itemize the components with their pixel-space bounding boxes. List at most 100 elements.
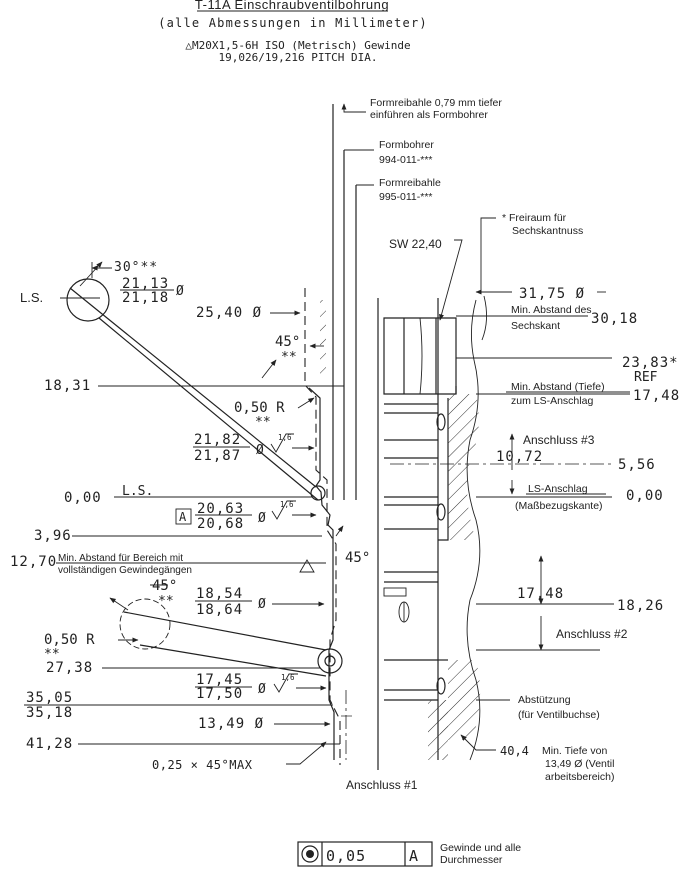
svg-text:17,48: 17,48: [517, 586, 564, 602]
svg-text:0,00: 0,00: [64, 490, 102, 506]
tolerance-datum: A: [409, 847, 418, 865]
ls-detail-bottom: 45° ** 18,54 18,64 Ø: [109, 578, 343, 677]
svg-text:Min. Abstand für Bereich mit: Min. Abstand für Bereich mit: [58, 553, 183, 564]
dim-25-40: 25,40 Ø: [196, 305, 301, 321]
svg-text:35,05: 35,05: [26, 690, 73, 706]
dim-3-96: 3,96: [34, 528, 322, 544]
svg-text:Min. Tiefe von: Min. Tiefe von: [542, 745, 608, 757]
svg-text:10,72: 10,72: [496, 449, 543, 465]
svg-text:30,18: 30,18: [591, 311, 638, 327]
svg-text:Sechskant: Sechskant: [511, 320, 560, 332]
ls-anschlag: LS-Anschlag (Maßbezugskante) 0,00: [476, 480, 663, 512]
svg-text:Sechskantnuss: Sechskantnuss: [512, 225, 583, 237]
tolerance-value: 0,05: [326, 847, 366, 865]
svg-text:Abstützung: Abstützung: [518, 694, 571, 706]
svg-text:(für Ventilbuchse): (für Ventilbuchse): [518, 709, 600, 721]
svg-text:40,4: 40,4: [500, 744, 529, 758]
svg-text:20,68: 20,68: [197, 516, 244, 532]
svg-text:Ø: Ø: [258, 682, 266, 697]
svg-text:21,87: 21,87: [194, 448, 241, 464]
svg-text:35,18: 35,18: [26, 705, 73, 721]
dim-30-18: Min. Abstand des Sechskant 30,18: [456, 304, 638, 332]
svg-text:45°: 45°: [345, 550, 370, 566]
svg-text:Min. Abstand des: Min. Abstand des: [511, 304, 592, 316]
svg-text:L.S.: L.S.: [20, 290, 43, 305]
svg-text:0,25 × 45°MAX: 0,25 × 45°MAX: [152, 758, 253, 772]
svg-text:Formreibahle: Formreibahle: [379, 177, 441, 189]
svg-text:17,50: 17,50: [196, 686, 243, 702]
dim-31-75: 31,75 Ø: [475, 286, 606, 302]
svg-text:30°**: 30°**: [114, 260, 158, 275]
svg-text:**: **: [255, 415, 271, 430]
svg-text:0,50 R: 0,50 R: [44, 632, 95, 648]
svg-text:13,49 Ø: 13,49 Ø: [198, 716, 264, 732]
svg-text:Min. Abstand (Tiefe): Min. Abstand (Tiefe): [511, 381, 605, 393]
svg-text:18,31: 18,31: [44, 378, 91, 394]
note-freiraum: * Freiraum für Sechskantnuss: [480, 212, 583, 292]
anschluss-1: Anschluss #1: [346, 778, 418, 792]
drawing-title: T-11A Einschraubventilbohrung: [195, 0, 389, 12]
svg-text:**: **: [158, 594, 174, 609]
svg-text:Ø: Ø: [258, 511, 266, 526]
note-abstuetzung: Abstützung (für Ventilbuchse): [476, 694, 600, 721]
svg-text:Ø: Ø: [176, 284, 184, 299]
svg-text:18,64: 18,64: [196, 602, 243, 618]
dim-17-48-top: Min. Abstand (Tiefe) zum LS-Anschlag 17,…: [476, 381, 680, 407]
svg-text:994-011-***: 994-011-***: [379, 154, 433, 166]
svg-text:0,50 R: 0,50 R: [234, 400, 285, 416]
dim-0-00-ls: 0,00 L.S.: [64, 484, 312, 506]
drawing-subtitle: (alle Abmessungen in Millimeter): [158, 16, 428, 30]
svg-text:Anschluss #1: Anschluss #1: [346, 778, 418, 792]
svg-text:**: **: [281, 350, 297, 365]
dim-17-45: 17,45 17,50 Ø 1,6: [195, 672, 327, 702]
svg-text:27,38: 27,38: [46, 660, 93, 676]
dim-35-05: 35,05 35,18: [24, 690, 333, 721]
svg-text:18,54: 18,54: [196, 586, 243, 602]
svg-text:17,45: 17,45: [196, 672, 243, 688]
bore-profile: [304, 104, 357, 765]
chamfer-note: 0,25 × 45°MAX: [152, 741, 327, 772]
anschluss-2: Anschluss #2: [476, 616, 628, 651]
svg-text:21,82: 21,82: [194, 432, 241, 448]
svg-text:17,48: 17,48: [633, 388, 680, 404]
svg-text:45°: 45°: [275, 334, 300, 350]
svg-text:**: **: [44, 647, 60, 662]
dim-13-49: 13,49 Ø: [198, 716, 331, 732]
svg-text:Ø: Ø: [256, 443, 264, 458]
svg-text:Formbohrer: Formbohrer: [379, 139, 434, 151]
angle-45-mid: 45°: [335, 525, 370, 566]
radius-050-top: 0,50 R **: [234, 397, 315, 430]
dim-21-82: 21,82 21,87 Ø 1,6: [193, 432, 315, 464]
svg-text:31,75 Ø: 31,75 Ø: [519, 286, 585, 302]
svg-text:Gewinde und alle: Gewinde und alle: [440, 842, 521, 854]
ls-detail-top: L.S. 30°** 21,13 21,18 Ø: [20, 260, 326, 501]
svg-text:20,63: 20,63: [197, 501, 244, 517]
svg-text:21,13: 21,13: [122, 276, 169, 292]
svg-text:23,83*: 23,83*: [622, 355, 679, 371]
dim-12-70: 12,70 Min. Abstand für Bereich mit volls…: [10, 553, 326, 576]
dim-27-38: 27,38: [46, 660, 320, 676]
svg-text:3,96: 3,96: [34, 528, 72, 544]
svg-text:A: A: [179, 510, 187, 524]
svg-text:13,49 Ø (Ventil: 13,49 Ø (Ventil: [545, 758, 614, 770]
svg-text:L.S.: L.S.: [122, 484, 153, 499]
dim-18-31: 18,31: [44, 378, 344, 394]
svg-text:arbeitsbereich): arbeitsbereich): [545, 771, 614, 783]
svg-text:(Maßbezugskante): (Maßbezugskante): [515, 500, 603, 512]
svg-text:einführen als Formbohrer: einführen als Formbohrer: [370, 109, 488, 121]
svg-text:18,26: 18,26: [617, 598, 664, 614]
svg-text:SW 22,40: SW 22,40: [389, 237, 442, 251]
svg-text:1,6: 1,6: [278, 433, 292, 442]
svg-text:Ø: Ø: [258, 597, 266, 612]
svg-text:Formreibahle 0,79 mm tiefer: Formreibahle 0,79 mm tiefer: [370, 97, 502, 109]
pitch-diameter: 19,026/19,216 PITCH DIA.: [219, 51, 378, 64]
svg-text:Anschluss #2: Anschluss #2: [556, 627, 628, 641]
svg-text:1,6: 1,6: [280, 500, 294, 509]
dim-20-63: A 20,63 20,68 Ø 1,6: [175, 500, 317, 532]
svg-text:LS-Anschlag: LS-Anschlag: [528, 483, 588, 495]
svg-text:12,70: 12,70: [10, 554, 57, 570]
svg-text:1,6: 1,6: [281, 673, 295, 682]
svg-text:Anschluss #3: Anschluss #3: [523, 433, 595, 447]
note-formbohrer: Formbohrer 994-011-***: [344, 139, 434, 166]
